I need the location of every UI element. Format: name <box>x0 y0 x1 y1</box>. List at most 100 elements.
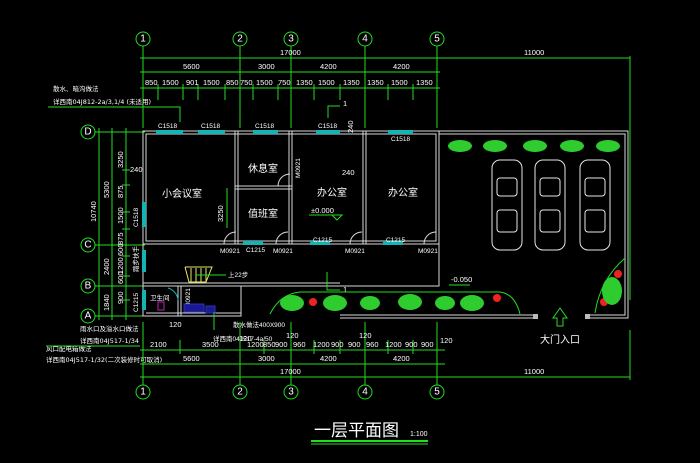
svg-text:D: D <box>84 127 91 138</box>
gate-post-left <box>533 314 538 319</box>
room-duty: 值班室 <box>248 207 278 220</box>
svg-text:750: 750 <box>240 78 253 87</box>
svg-text:5: 5 <box>434 34 440 45</box>
svg-text:1500: 1500 <box>162 78 179 87</box>
svg-text:900: 900 <box>348 340 361 349</box>
left-dimension-lines <box>95 128 145 320</box>
top-axis-markers: 1 2 3 4 5 <box>135 31 445 47</box>
planting-bed-edge <box>269 291 521 315</box>
svg-text:C1215: C1215 <box>246 247 266 254</box>
svg-text:M0921: M0921 <box>220 248 240 255</box>
gate-label: 大门入口 <box>540 333 580 346</box>
dim-top-bay-2: 3000 <box>258 62 275 71</box>
hedge-row <box>448 140 620 152</box>
note-drainage-ref: 详西南04J812-2a/3,1/4 (未适用) <box>53 97 151 106</box>
dim-left-bay-1: 5300 <box>102 181 111 198</box>
svg-text:600: 600 <box>116 271 125 284</box>
door-swing-2 <box>275 231 289 245</box>
svg-text:1: 1 <box>140 34 146 45</box>
note-vent-title: 风口配电箱做法 <box>46 344 92 353</box>
door-swing-3 <box>277 173 291 187</box>
svg-text:踏步扶手: 踏步扶手 <box>131 246 140 273</box>
door-swing-1 <box>223 231 237 245</box>
building-walls <box>142 130 440 317</box>
flowers <box>309 270 622 306</box>
svg-text:4: 4 <box>362 34 368 45</box>
svg-text:M0921: M0921 <box>273 248 293 255</box>
elevation-floor: ±0.000 <box>311 206 334 215</box>
bottom-axis-markers: 1 2 3 4 5 <box>135 384 445 400</box>
svg-text:120: 120 <box>286 331 299 340</box>
svg-text:900: 900 <box>421 340 434 349</box>
note-ramp-1: 散水做法400X900 <box>233 320 285 329</box>
dim-top-bay-4: 4200 <box>393 62 410 71</box>
svg-text:1200: 1200 <box>247 340 264 349</box>
note-rain-ref: 详西南04J517-1/34 <box>80 336 139 345</box>
dim-240-inner: 240 <box>342 168 355 177</box>
toilet-label: 卫生间 <box>150 293 170 302</box>
svg-text:C1215: C1215 <box>313 237 333 244</box>
dim-bottom-bay-4: 4200 <box>393 354 410 363</box>
section-mark-bottom <box>326 272 340 291</box>
dim-top-bay-1: 5600 <box>183 62 200 71</box>
svg-text:1350: 1350 <box>416 78 433 87</box>
note-drainage-title: 散水、暗沟做法 <box>53 84 99 93</box>
window-left-c1215 <box>142 290 146 310</box>
dim-bottom-bay-2: 3000 <box>258 354 275 363</box>
svg-text:M0921: M0921 <box>295 158 302 178</box>
fixture-counter <box>183 303 205 313</box>
svg-text:900: 900 <box>405 340 418 349</box>
axis-marker-C: C <box>80 237 96 253</box>
svg-text:1350: 1350 <box>343 78 360 87</box>
axis-marker-5-bottom: 5 <box>429 384 445 400</box>
bottom-wall-marks: 120 120 120 <box>169 320 372 340</box>
room-office-1: 办公室 <box>317 186 347 199</box>
dim-left-bay-2: 2400 <box>102 258 111 275</box>
axis-marker-3: 3 <box>283 31 299 47</box>
svg-text:600: 600 <box>116 243 125 256</box>
dim-top-site: 11000 <box>524 48 544 57</box>
svg-text:C1518: C1518 <box>255 123 275 130</box>
axis-marker-2: 2 <box>232 31 248 47</box>
dim-left-overall: 10740 <box>89 201 98 222</box>
svg-text:1200: 1200 <box>385 340 402 349</box>
svg-text:900: 900 <box>331 340 344 349</box>
planting-bed <box>280 294 484 311</box>
top-dimension-lines <box>140 56 631 300</box>
drawing-title: 一层平面图 <box>314 421 399 441</box>
note-ramp-2: 详西南04J517-4a/50 <box>213 334 273 343</box>
window-c1518-1 <box>156 130 183 134</box>
svg-text:900: 900 <box>116 291 125 304</box>
svg-text:2: 2 <box>237 387 243 398</box>
dim-top-bay-3: 4200 <box>320 62 337 71</box>
svg-text:1500: 1500 <box>116 207 125 224</box>
note-rain-title: 雨水口及溢水口做法 <box>80 324 139 333</box>
note-vent-ref: 详西南04J517-1/32(二次装修时可取消) <box>46 355 162 364</box>
svg-text:1200: 1200 <box>313 340 330 349</box>
svg-text:5: 5 <box>434 387 440 398</box>
svg-text:M0921: M0921 <box>345 248 365 255</box>
dim-3250: 3250 <box>216 205 225 222</box>
car-1 <box>491 159 523 251</box>
window-c1518-4 <box>316 130 340 134</box>
window-c1215-3 <box>383 241 403 245</box>
elevation-site: -0.050 <box>451 275 472 284</box>
svg-text:M0921: M0921 <box>185 288 192 308</box>
bottom-detail-dimensions: 120 1200 850 900 960 1200 900 900 960 12… <box>239 334 453 349</box>
svg-text:C1518: C1518 <box>318 123 338 130</box>
car-2 <box>534 159 566 251</box>
note-leader <box>48 106 181 122</box>
svg-text:850: 850 <box>145 78 158 87</box>
svg-text:M0921: M0921 <box>418 248 438 255</box>
room-lounge: 休息室 <box>248 162 278 175</box>
svg-text:850: 850 <box>226 78 239 87</box>
svg-text:1350: 1350 <box>367 78 384 87</box>
dim-bottom-sub-1: 2100 <box>150 340 167 349</box>
window-c1215-1 <box>243 241 263 245</box>
site-boundary <box>340 130 629 319</box>
room-small-meeting: 小会议室 <box>162 187 202 200</box>
svg-text:3: 3 <box>288 34 294 45</box>
svg-text:B: B <box>85 281 92 292</box>
axis-marker-5: 5 <box>429 31 445 47</box>
